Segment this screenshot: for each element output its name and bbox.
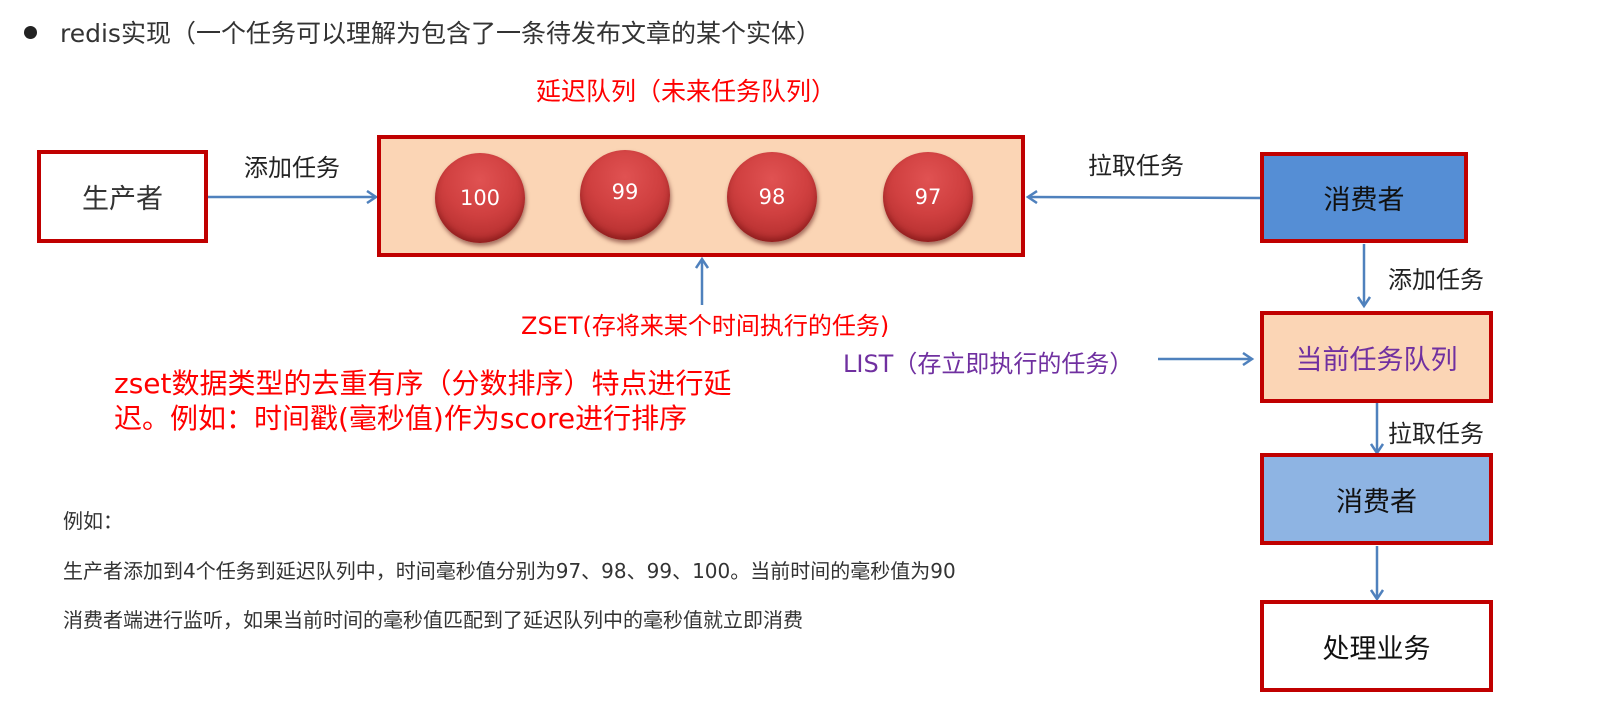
task-score: 100	[459, 186, 501, 210]
task-score: 97	[914, 185, 942, 209]
task-ball: 98	[727, 152, 817, 242]
task-ball: 99	[580, 150, 670, 240]
consumer-label: 消费者	[1336, 486, 1417, 518]
current-queue-label: 当前任务队列	[1295, 344, 1458, 376]
task-ball: 97	[883, 152, 973, 242]
page-heading: redis实现（一个任务可以理解为包含了一条待发布文章的某个实体）	[60, 19, 821, 48]
task-score: 98	[758, 185, 786, 209]
example-line-1: 生产者添加到4个任务到延迟队列中，时间毫秒值分别为97、98、99、100。当前…	[63, 559, 956, 583]
consumer-box-bottom: 消费者	[1260, 453, 1493, 545]
task-ball: 100	[435, 153, 525, 243]
zset-label: ZSET(存将来某个时间执行的任务)	[521, 312, 890, 340]
add-task-label: 添加任务	[244, 154, 340, 182]
process-box: 处理业务	[1260, 600, 1493, 692]
delay-queue-title: 延迟队列（未来任务队列）	[536, 77, 837, 106]
explanation-line-1: zset数据类型的去重有序（分数排序）特点进行延	[114, 367, 732, 400]
producer-label: 生产者	[82, 184, 163, 215]
list-label: LIST（存立即执行的任务）	[843, 350, 1134, 378]
process-label: 处理业务	[1322, 633, 1431, 665]
add-task-label-right: 添加任务	[1388, 266, 1484, 294]
example-line-2: 消费者端进行监听，如果当前时间的毫秒值匹配到了延迟队列中的毫秒值就立即消费	[63, 608, 803, 632]
task-score: 99	[611, 180, 639, 204]
current-queue-box: 当前任务队列	[1260, 311, 1493, 403]
pull-task-label-right: 拉取任务	[1388, 420, 1484, 448]
consumer-box-top: 消费者	[1260, 152, 1468, 243]
explanation-line-2: 迟。例如：时间戳(毫秒值)作为score进行排序	[114, 402, 688, 435]
pull-task-label: 拉取任务	[1088, 152, 1184, 180]
consumer-label: 消费者	[1323, 185, 1405, 216]
producer-box: 生产者	[37, 150, 208, 243]
bullet-icon	[24, 26, 37, 39]
example-title: 例如：	[63, 509, 123, 533]
